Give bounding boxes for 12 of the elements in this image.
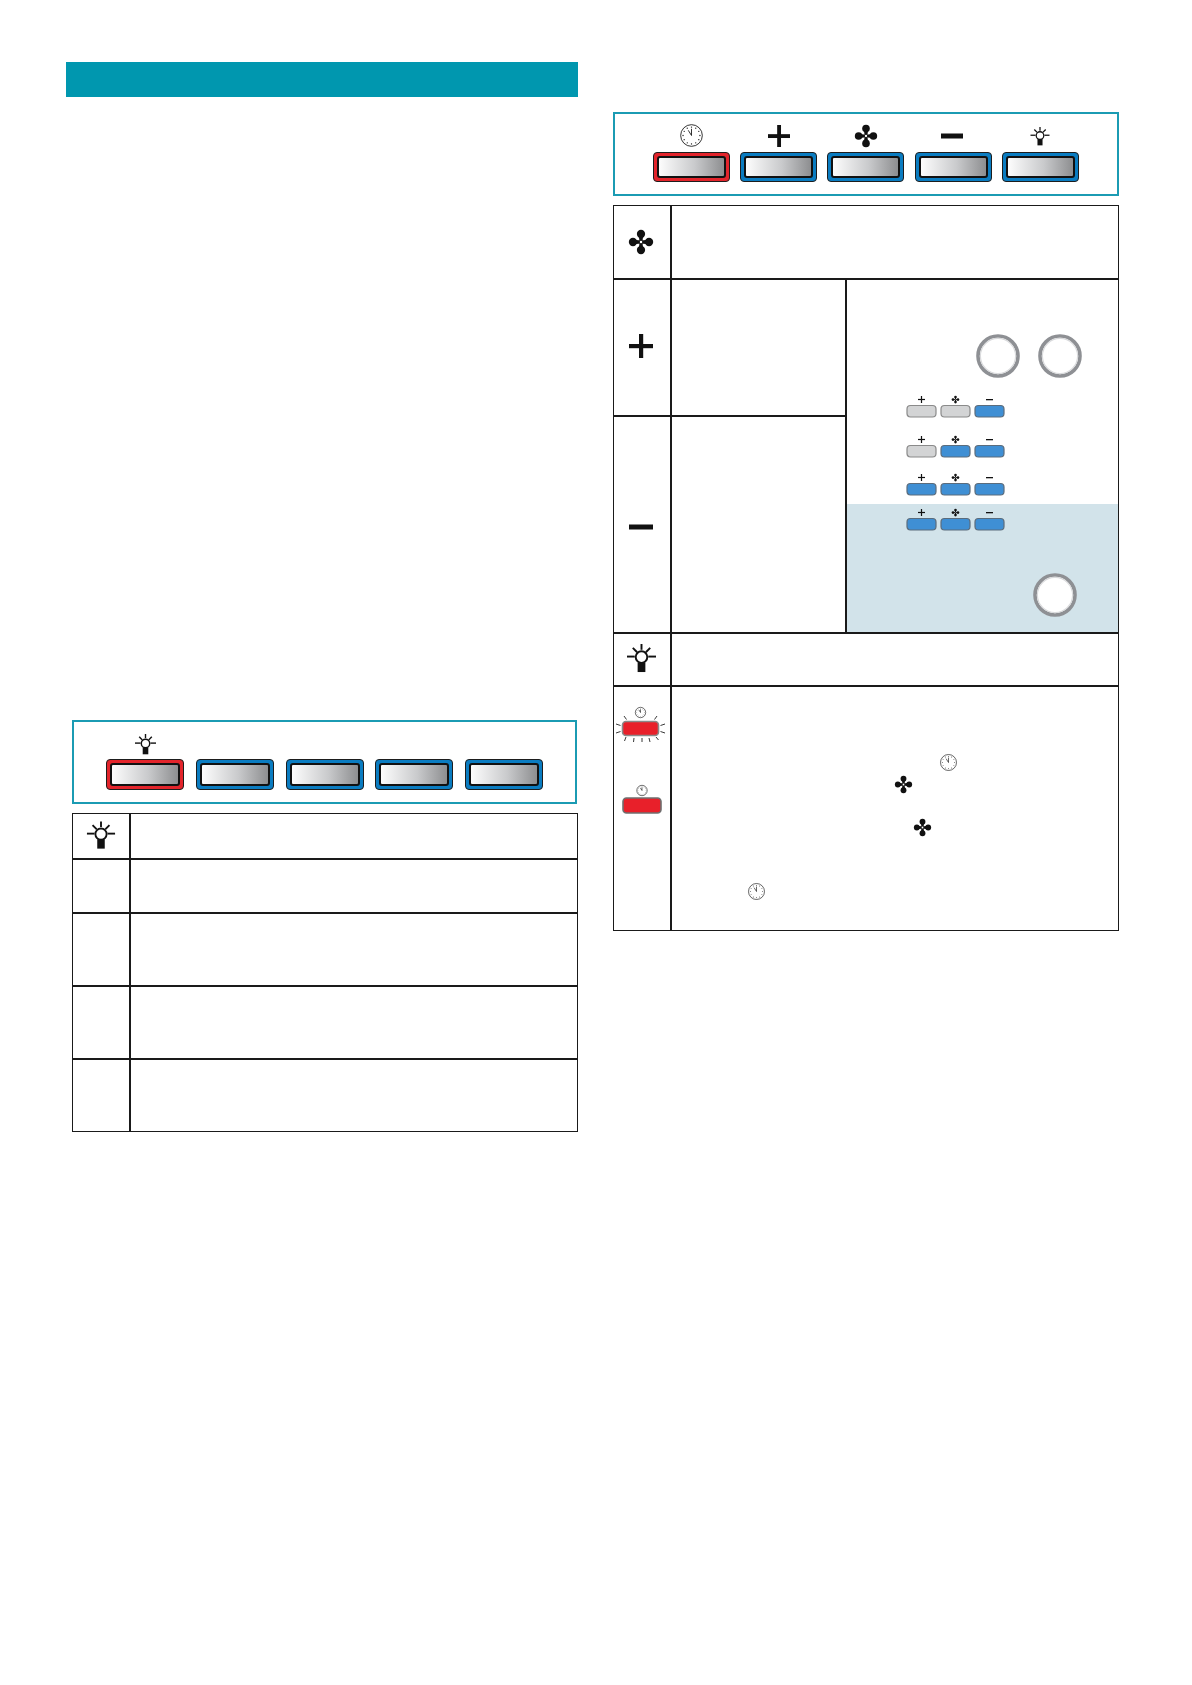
panel-button (106, 759, 184, 790)
control-panel (613, 112, 1119, 196)
panel-button (1002, 152, 1079, 182)
panel-button (465, 759, 543, 790)
panel-button (915, 152, 992, 182)
panel-button (827, 152, 904, 182)
panel-button (286, 759, 364, 790)
panel-button (740, 152, 817, 182)
panel-button (653, 152, 730, 182)
panel-button (375, 759, 453, 790)
control-panel (72, 720, 577, 804)
panel-button (196, 759, 274, 790)
